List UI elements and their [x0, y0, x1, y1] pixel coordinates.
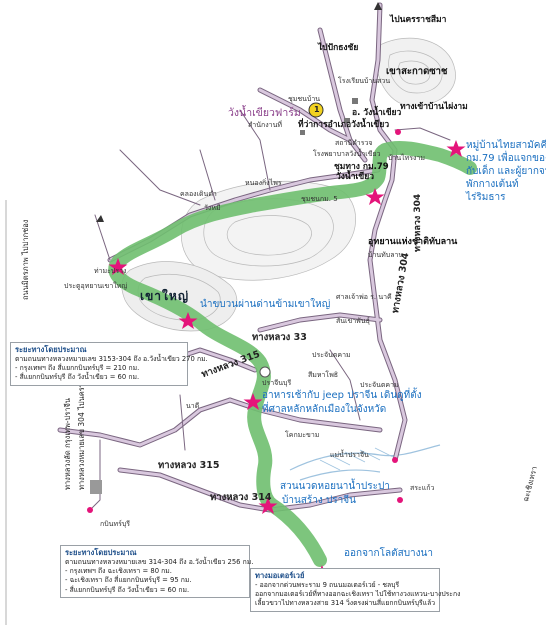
info-box-start-line: ออกจากมอเตอร์เวย์ที่ทางออกฉะเชิงเทรา ไปใ…	[255, 590, 461, 599]
info-box-start-line: เลี้ยวขวาไปทางหลวงสาย 314 วิ่งตรงผ่านสี่…	[255, 599, 436, 608]
star-marker-junction	[365, 188, 385, 205]
building-icons	[90, 98, 358, 494]
info-box-start-line: - ออกจากด่วนพระราม 9 ถนนมอเตอร์เวย์ - ชล…	[255, 581, 400, 590]
farm-number-marker	[308, 102, 324, 118]
destination-line-2: กม.79 เพื่อแจกของ	[466, 153, 546, 164]
label-phanu: ท่ามะปราง	[94, 267, 127, 275]
label-kabinburi: กบินทร์บุรี	[100, 520, 131, 528]
label-sunmuang: สันเขาพันธุ์	[336, 317, 370, 325]
label-chumchon: ชุมชนบ้าน	[288, 95, 321, 103]
highway-304a-label: ทางหลวง 304	[413, 193, 423, 252]
label-road-ban-phai: ทางเข้าบ้านไผ่งาม	[400, 102, 468, 112]
label-amphoe: อ. วังน้ำเขียว	[352, 108, 402, 118]
star-marker-khaoyai-gate	[108, 258, 128, 275]
info-box-2-title: ระยะทางโดยประมาณ	[65, 548, 137, 557]
label-ban-suan: โรงเรียนบ้านสวน	[338, 77, 391, 85]
info-box-1-line: - กรุงเทพฯ ถึง สี่แยกกบินทร์บุรี = 210 ก…	[15, 364, 140, 373]
label-khao-yai: เขาใหญ่	[140, 289, 190, 303]
destination-line-3: กับเด็ก และผู้ยากจน	[466, 166, 546, 177]
label-chumchon2: ชุมชนกม. 5	[301, 195, 338, 203]
label-park: อุทยานแห่งชาติทับลาน	[368, 237, 458, 247]
label-ban-thap-lan: บ้านทับลาน	[368, 251, 404, 259]
highway-315b-label: ทางหลวง 315	[158, 460, 220, 471]
label-vertical-left-3: ทางหลวงหมายเลข 304 ไปนครนายก	[77, 368, 86, 490]
label-office: ที่ว่าการอำเภอวังน้ำเขียว	[298, 120, 390, 130]
label-khlongya: คลองเดินดำ	[180, 190, 217, 198]
label-to-pakchong: ไปปักธงชัย	[318, 43, 359, 53]
label-gate: ประตูอุทยานเขาใหญ่	[64, 282, 128, 290]
label-wangpha: วังหมี	[204, 204, 221, 212]
info-box-1-title: ระยะทางโดยประมาณ	[15, 345, 87, 354]
label-garden: สวนนวดหอยนาน้ำประปา	[280, 481, 390, 492]
direction-arrow-icons	[96, 2, 382, 222]
star-marker-garden	[258, 497, 278, 514]
label-prachinburi: ปราจีนบุรี	[262, 379, 292, 387]
water-bodies	[289, 444, 441, 481]
label-laiwang: บ้านไทรงาม	[388, 154, 426, 162]
label-junction-79: ชุมทาง กม.79	[334, 162, 389, 172]
label-post: สำนักงานที่	[248, 121, 282, 129]
info-box-start-title: ทางมอเตอร์เวย์	[255, 571, 305, 580]
label-vertical-left-2: ทางหลวงลัด กรุงเทพ-ปราจีน	[63, 398, 72, 490]
label-lunch: อาหารเช้ากับ jeep ปราจีน เดินดูที่ตั้ง	[262, 390, 422, 401]
label-prachantakham: ประจันตคาม	[360, 381, 399, 389]
info-box-2-line: - สี่แยกกบินทร์บุรี ถึง วังน้ำเขียว = 60…	[65, 585, 190, 594]
road-end-dots	[87, 129, 403, 513]
label-lunch-2: ที่ศาลหลักหลักเมืองในจังหวัด	[262, 404, 387, 415]
label-hospital: โรงพยาบาลวังน้ำเขียว	[313, 150, 381, 158]
destination-line-5: ไร่ริมธาร	[466, 192, 506, 203]
label-farm-number: 1	[314, 105, 320, 114]
info-box-2-line: - กรุงเทพฯ ถึง ฉะเชิงเทรา = 80 กม.	[65, 567, 172, 576]
label-vertical-left: ถนนมิตรภาพ ไปปากช่อง	[21, 219, 30, 300]
label-buthi: สีมหาโพธิ	[308, 371, 339, 379]
destination-line-1: หมู่บ้านไทยสามัคคี	[466, 140, 546, 151]
label-junction-79b: วังน้ำเขียว	[336, 172, 374, 182]
info-box-2-line: - ฉะเชิงเทรา ถึง สี่แยกกบินทร์บุรี = 95 …	[65, 576, 192, 585]
label-to-korat: ไปนครราชสีมา	[390, 15, 447, 25]
label-start: ออกจากโลตัสบางนา	[344, 548, 433, 559]
label-garden-2: บ้านสร้าง ปราจีน	[282, 495, 356, 506]
roundabout-icon	[259, 366, 271, 378]
info-box-distance-1: ระยะทางโดยประมาณ ตามถนนทางหลวงหมายเลข 31…	[10, 342, 208, 386]
label-sakdi: ศาลเจ้าพ่อ ร. นาคี	[336, 293, 392, 301]
label-khao-sakat: เขาสะกาดซาช	[386, 66, 448, 77]
label-nadi: นาดี	[186, 402, 200, 410]
label-farm: วังน้ำเขียวฟาร์ม	[228, 107, 301, 119]
info-box-2-line: ตามถนนทางหลวงหมายเลข 314-304 ถึง อ.วังน้…	[65, 558, 254, 567]
info-box-1-line: - สี่แยกกบินทร์บุรี ถึง วังน้ำเขียว = 60…	[15, 373, 140, 382]
label-police: สถานีตำรวจ	[335, 139, 373, 147]
label-scenic: นำขบวนผ่านด่านข้ามเขาใหญ่	[200, 299, 331, 310]
label-prachin-kham: ประจันตคาม	[312, 351, 351, 359]
star-marker-lunch	[243, 393, 263, 410]
star-marker-scenic	[178, 312, 198, 329]
label-river: แม่น้ำปราจีน	[330, 451, 369, 459]
label-khok: โคกมะขาม	[285, 431, 320, 439]
star-marker-destination	[446, 140, 466, 157]
highway-314-label: ทางหลวง 314	[210, 492, 272, 503]
highway-33-label: ทางหลวง 33	[252, 332, 307, 343]
label-sak: สระแก้ว	[410, 484, 435, 492]
info-box-distance-2: ระยะทางโดยประมาณ ตามถนนทางหลวงหมายเลข 31…	[60, 545, 254, 598]
info-box-start: ทางมอเตอร์เวย์ - ออกจากด่วนพระราม 9 ถนนม…	[250, 568, 461, 612]
destination-line-4: พักกางเต้นท์	[466, 179, 519, 190]
info-box-1-line: ตามถนนทางหลวงหมายเลข 3153-304 ถึง อ.วังน…	[15, 355, 208, 364]
label-nongkai: หนองกิ่งไพร	[245, 179, 282, 187]
